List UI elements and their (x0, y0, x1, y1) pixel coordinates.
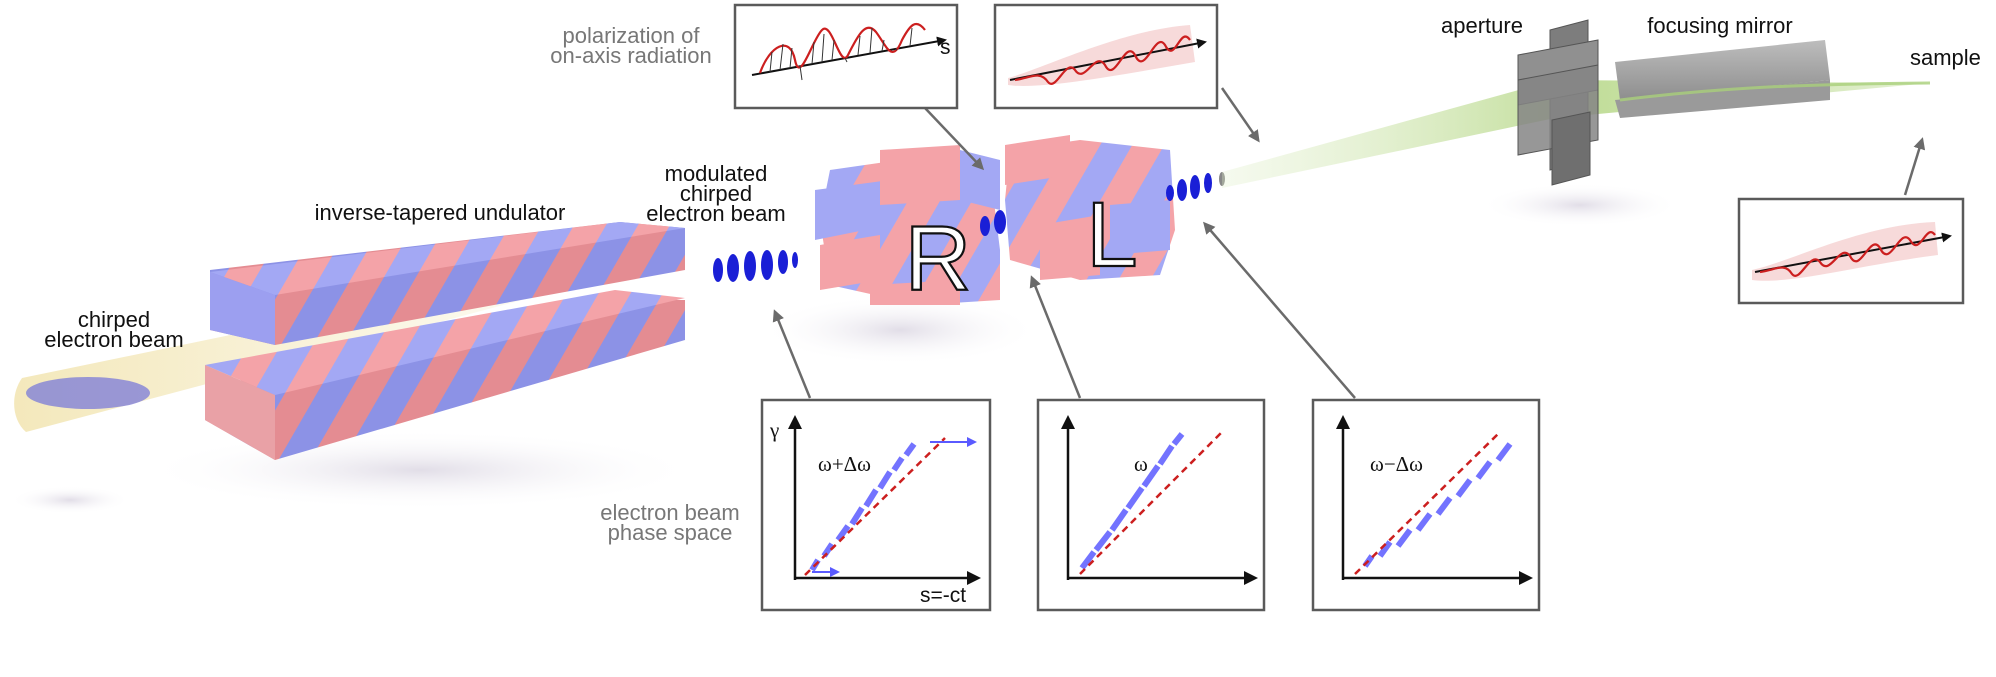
polarization-label: polarization of on-axis radiation (526, 23, 736, 68)
x-axis-label: s=-ct (920, 584, 967, 607)
undulator (205, 222, 685, 460)
polarization-line-2: on-axis radiation (550, 43, 712, 68)
bunches-exit (1166, 172, 1225, 201)
modulated-line-2: chirped (679, 181, 753, 206)
undulator-lower-end (205, 365, 275, 460)
modulated-line-1: modulated (664, 161, 768, 186)
chirped-line-2: electron beam (44, 327, 184, 352)
helical-section-R (815, 145, 1000, 305)
modulated-beam-bunches (713, 250, 798, 282)
undulator-lower-front (205, 300, 685, 460)
polarization-line-1: polarization of (562, 23, 700, 48)
phase-space-line-1: electron beam (600, 500, 740, 525)
undulator-upper-top (210, 222, 685, 295)
phase-space-line-2: phase space (607, 520, 733, 545)
pointer-arrows (772, 87, 1926, 399)
phase-inset-1 (760, 398, 992, 612)
chirped-line-1: chirped (77, 307, 151, 332)
freq-label-1: ω+Δω (818, 452, 871, 476)
focusing-mirror-label: focusing mirror (1647, 13, 1793, 38)
undulator-upper-front (210, 222, 685, 345)
freq-label-3: ω−Δω (1370, 452, 1423, 476)
modulated-line-3: electron beam (646, 201, 786, 226)
gamma-label: γ (770, 418, 780, 442)
aperture-label: aperture (1441, 13, 1523, 38)
helical-section-L (1005, 135, 1175, 280)
chirped-beam-spot (26, 377, 150, 409)
freq-label-2: ω (1134, 452, 1148, 476)
phase-inset-2 (1036, 398, 1266, 612)
undulator-label: inverse-tapered undulator (314, 200, 566, 225)
inset-wave-packet-1 (993, 3, 1219, 110)
inset-wave-packet-2 (1737, 197, 1965, 305)
magnet-letter-L: L (1086, 184, 1137, 286)
undulator-lower-top (205, 290, 685, 395)
inset-polarization-helix (733, 3, 959, 110)
focusing-mirror (1615, 40, 1931, 118)
phase-inset-3 (1311, 398, 1541, 612)
undulator-upper-end (210, 272, 275, 345)
phase-space-label: electron beam phase space (580, 500, 760, 545)
inset-s-label: s (940, 36, 951, 59)
chirped-beam-label: chirped electron beam (24, 307, 204, 352)
aperture (1517, 19, 1599, 186)
magnet-letter-R: R (905, 208, 971, 310)
sample-label: sample (1910, 45, 1981, 70)
modulated-beam-label: modulated chirped electron beam (636, 161, 796, 226)
